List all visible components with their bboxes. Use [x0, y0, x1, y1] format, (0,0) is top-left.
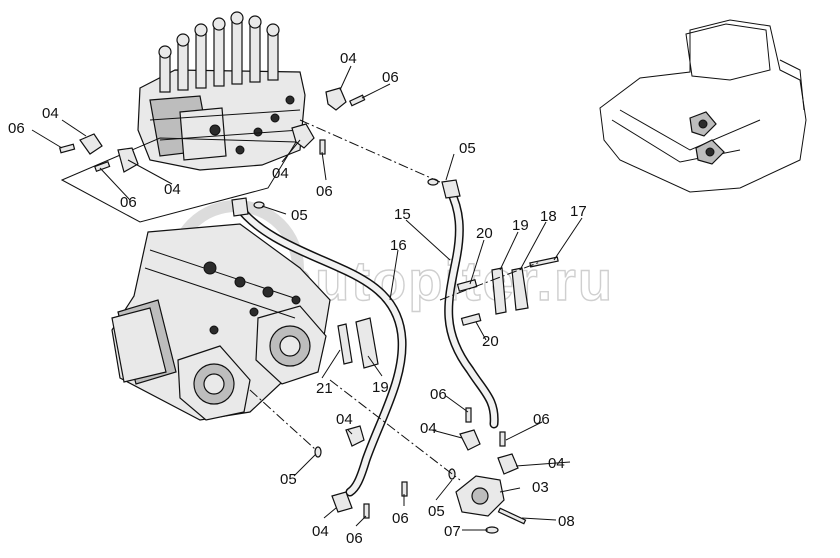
callout-labels: 04 06 04 06 06 04 04 06 05 05 15 16 20 1… [8, 50, 587, 547]
pump-housing-rear [177, 345, 251, 421]
valve-bracket-outline [60, 137, 297, 223]
callout-07: 07 [444, 523, 461, 540]
callout-08: 08 [558, 513, 575, 530]
pump-housing-front [255, 305, 327, 385]
flange-03 [455, 475, 505, 517]
hose-15 [444, 185, 499, 429]
clamp-19-b [355, 317, 379, 369]
callout-04: 04 [272, 165, 289, 182]
callout-16: 16 [390, 237, 407, 254]
callout-20: 20 [476, 225, 493, 242]
callout-06: 06 [382, 69, 399, 86]
callout-18: 18 [540, 208, 557, 225]
callout-06: 06 [392, 510, 409, 527]
callout-06: 06 [533, 411, 550, 428]
callout-06: 06 [316, 183, 333, 200]
plate-18 [511, 267, 529, 311]
o-ring-05-c [314, 446, 322, 458]
callout-04: 04 [420, 420, 437, 437]
bolt-06-g [401, 481, 408, 497]
centerline-pump-to-flange [329, 379, 461, 481]
clamp-04-b [79, 133, 103, 155]
o-ring-05-b [253, 201, 265, 209]
callout-06: 06 [120, 194, 137, 211]
hose-16 [233, 201, 407, 497]
excavator-location-icon [599, 19, 807, 193]
callout-19: 19 [372, 379, 389, 396]
clamp-04-d [291, 123, 315, 149]
bolt-06-h [363, 503, 370, 519]
fitting-05-b [231, 197, 249, 217]
plate-21 [337, 323, 353, 365]
hydraulic-pump [111, 223, 331, 421]
callout-04: 04 [340, 50, 357, 67]
centerline-pump-lower [249, 389, 317, 451]
callout-04: 04 [164, 181, 181, 198]
bolt-17 [529, 256, 559, 268]
leader-lines [31, 65, 583, 531]
callout-04: 04 [312, 523, 329, 540]
pin-20-b [460, 313, 482, 326]
callout-06: 06 [430, 386, 447, 403]
clamp-04-h [331, 491, 353, 513]
o-ring-05-a [427, 178, 439, 186]
bolt-06-a [349, 94, 366, 107]
bolt-06-e [465, 407, 472, 423]
bolt-06-b [58, 143, 76, 154]
fitting-05-a [441, 179, 461, 199]
bolt-06-d [319, 139, 326, 155]
clamp-04-e [459, 429, 481, 451]
callout-05: 05 [280, 471, 297, 488]
callout-04: 04 [548, 455, 565, 472]
callout-19: 19 [512, 217, 529, 234]
callout-20: 20 [482, 333, 499, 350]
control-valve [137, 11, 306, 171]
callout-06: 06 [346, 530, 363, 547]
callout-06: 06 [8, 120, 25, 137]
centerline-valve-to-hose [299, 119, 441, 183]
o-ring-05-d [448, 468, 456, 480]
callout-03: 03 [532, 479, 549, 496]
bolt-08 [497, 507, 527, 525]
valve-spools [158, 11, 280, 93]
clamp-04-a [325, 87, 347, 111]
callout-04: 04 [42, 105, 59, 122]
callout-05: 05 [291, 207, 308, 224]
clamp-04-g [497, 453, 519, 475]
callout-21: 21 [316, 380, 333, 397]
callout-15: 15 [394, 206, 411, 223]
pin-20-a [456, 279, 478, 292]
callout-05: 05 [459, 140, 476, 157]
clamp-19-a [491, 267, 507, 315]
callout-17: 17 [570, 203, 587, 220]
callout-05: 05 [428, 503, 445, 520]
bolt-06-c [93, 160, 111, 172]
bolt-06-f [499, 431, 506, 447]
callout-04: 04 [336, 411, 353, 428]
clamp-04-f [345, 425, 365, 447]
